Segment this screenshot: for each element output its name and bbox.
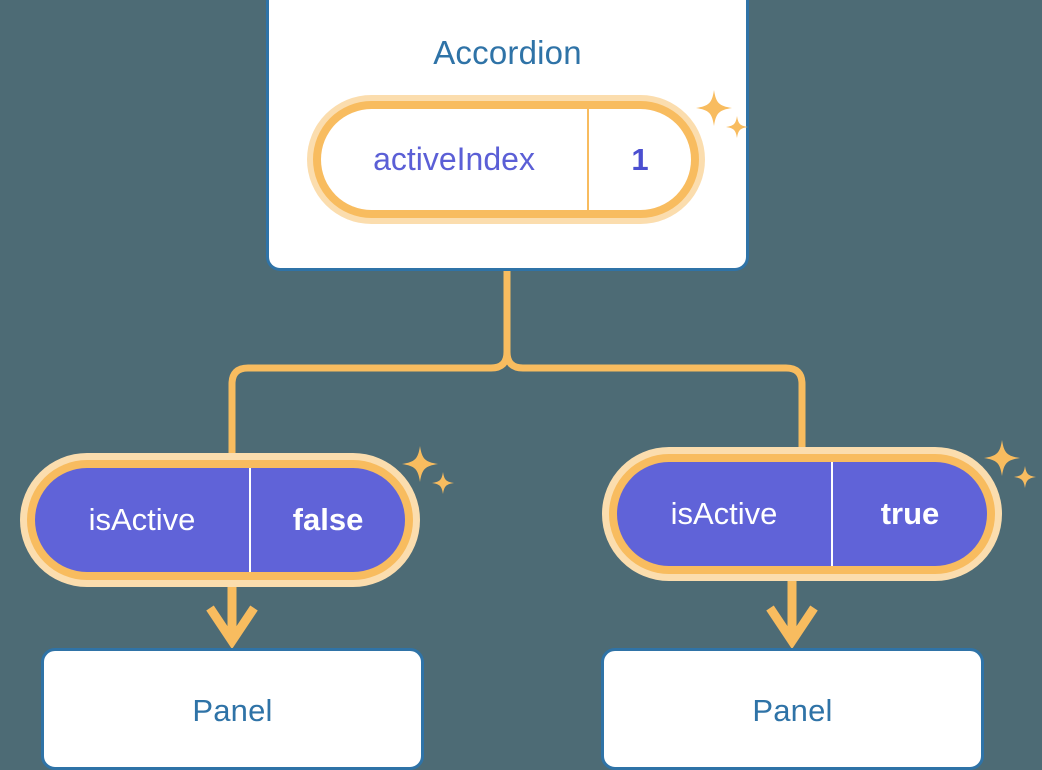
arrow-down-icon (766, 605, 818, 650)
panel-title: Panel (192, 693, 273, 728)
root-state-key: activeIndex (321, 109, 589, 210)
right-state-key: isActive (617, 462, 833, 566)
right-state-value: true (880, 496, 940, 531)
page-title: Accordion (433, 34, 582, 71)
arrow-down-icon (206, 605, 258, 650)
panel-title: Panel (752, 693, 833, 728)
right-state-pill[interactable]: isActive true (617, 462, 987, 566)
root-to-branches-connector (228, 267, 806, 474)
left-state-pill[interactable]: isActive false (35, 468, 405, 572)
panel-node-right[interactable]: Panel (601, 648, 984, 770)
panel-node-left[interactable]: Panel (41, 648, 424, 770)
root-state-value: 1 (631, 141, 649, 177)
root-state-pill[interactable]: activeIndex 1 (321, 109, 691, 210)
left-state-value: false (292, 502, 364, 537)
left-state-key: isActive (35, 468, 251, 572)
